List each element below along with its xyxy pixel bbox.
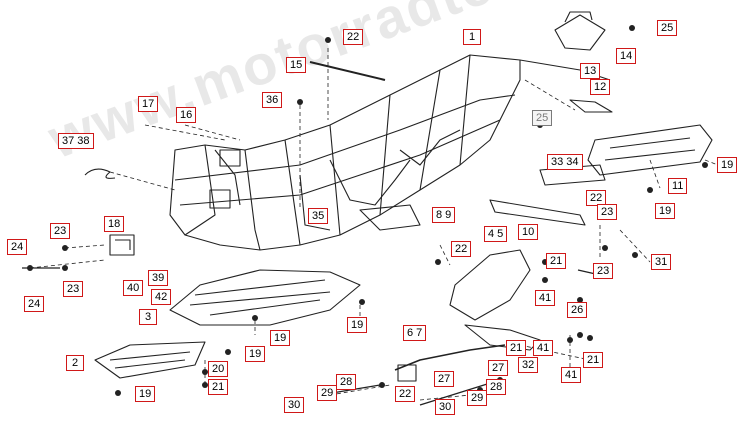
label-29-b: 29 <box>467 390 488 406</box>
label-41-a: 41 <box>535 290 556 306</box>
label-40: 40 <box>123 280 144 296</box>
bracket-18-drawing <box>109 234 135 256</box>
frame-drawing <box>169 54 521 251</box>
label-19-f: 19 <box>135 386 156 402</box>
label-28-b: 28 <box>486 379 507 395</box>
label-23-a: 23 <box>50 223 71 239</box>
label-13: 13 <box>580 63 601 79</box>
label-31: 31 <box>651 254 672 270</box>
label-20: 20 <box>208 361 229 377</box>
label-10: 10 <box>518 224 539 240</box>
label-32: 32 <box>518 357 539 373</box>
bracket-drawing <box>554 14 606 51</box>
label-23-b: 23 <box>63 281 84 297</box>
label-24-b: 24 <box>24 296 45 312</box>
label-22-c: 22 <box>451 241 472 257</box>
label-8-9: 8 9 <box>432 207 456 223</box>
skid-plate-front-drawing <box>94 341 206 379</box>
label-6-7: 6 7 <box>403 325 427 341</box>
label-33-34: 33 34 <box>547 154 583 170</box>
label-19-d: 19 <box>270 330 291 346</box>
label-16: 16 <box>176 107 197 123</box>
label-11: 11 <box>668 178 688 194</box>
label-23-c: 23 <box>597 204 618 220</box>
label-30-b: 30 <box>435 399 456 415</box>
label-19-e: 19 <box>245 346 266 362</box>
skid-plate-drawing <box>169 269 361 326</box>
label-19-c: 19 <box>347 317 368 333</box>
label-2: 2 <box>66 355 84 371</box>
label-22-d: 22 <box>395 386 416 402</box>
bolt-22-mark <box>325 37 331 43</box>
label-12: 12 <box>590 79 611 95</box>
label-28-a: 28 <box>336 374 357 390</box>
label-4-5: 4 5 <box>484 226 508 242</box>
label-27-a: 27 <box>434 371 455 387</box>
label-23-d: 23 <box>593 263 614 279</box>
label-25-b: 25 <box>532 110 553 126</box>
crossbar-drawing <box>489 199 586 226</box>
label-3: 3 <box>139 309 157 325</box>
label-35: 35 <box>308 208 329 224</box>
rear-plate-drawing <box>587 124 713 176</box>
label-41-c: 41 <box>561 367 582 383</box>
label-42: 42 <box>151 289 172 305</box>
label-17: 17 <box>138 96 159 112</box>
label-25-a: 25 <box>657 20 678 36</box>
label-1: 1 <box>463 29 481 45</box>
label-21-a: 21 <box>208 379 229 395</box>
label-26: 26 <box>567 302 588 318</box>
label-21-c: 21 <box>506 340 527 356</box>
label-41-b: 41 <box>533 340 554 356</box>
label-29-a: 29 <box>317 385 338 401</box>
label-19-a: 19 <box>717 157 738 173</box>
label-27-b: 27 <box>488 360 509 376</box>
label-36: 36 <box>262 92 283 108</box>
label-39: 39 <box>148 270 169 286</box>
label-24-a: 24 <box>7 239 28 255</box>
label-22-b: 22 <box>586 190 607 206</box>
label-21-b: 21 <box>546 253 567 269</box>
label-18: 18 <box>104 216 125 232</box>
label-30-a: 30 <box>284 397 305 413</box>
label-15: 15 <box>286 57 307 73</box>
label-19-b: 19 <box>655 203 676 219</box>
label-21-d: 21 <box>583 352 604 368</box>
label-22-a: 22 <box>343 29 364 45</box>
label-14: 14 <box>616 48 637 64</box>
label-37-38: 37 38 <box>58 133 94 149</box>
fender-bracket-drawing <box>449 249 531 321</box>
